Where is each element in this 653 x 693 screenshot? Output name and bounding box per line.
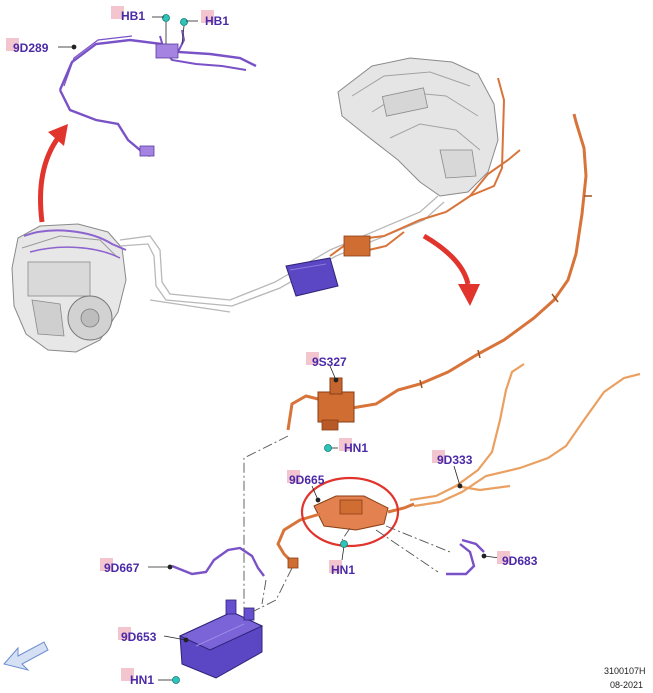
label-9d667: 9D667 xyxy=(104,561,140,575)
label-hb1-right: HB1 xyxy=(205,14,229,28)
purge-solenoid-9d665 xyxy=(276,495,415,569)
solenoid-small-view xyxy=(343,235,371,257)
hose-end-9d289 xyxy=(139,145,155,157)
callout-leaders xyxy=(58,16,501,684)
label-9d289: 9D289 xyxy=(13,41,49,55)
label-hn1-top: HN1 xyxy=(344,441,368,455)
canister-small-view xyxy=(285,257,339,297)
flow-arrow-down xyxy=(422,233,480,306)
clip-hb1-right xyxy=(180,18,188,45)
figure-date: 08-2021 xyxy=(610,680,643,690)
hose-9d667 xyxy=(171,546,265,577)
connector-9d289 xyxy=(155,43,179,59)
label-9d665: 9D665 xyxy=(289,473,325,487)
front-direction-arrow xyxy=(3,641,49,671)
hose-9d683 xyxy=(446,538,485,576)
main-vapor-line xyxy=(286,113,588,431)
fuel-tank-illustration xyxy=(337,57,499,197)
label-9d683: 9D683 xyxy=(502,554,538,568)
label-hb1-left: HB1 xyxy=(121,9,145,23)
label-9d333: 9D333 xyxy=(437,453,473,467)
clip-hb1-left xyxy=(162,14,170,44)
highlight-ring xyxy=(300,476,400,548)
evap-canister-9d653 xyxy=(178,599,264,679)
figure-ref-number: 3100107H xyxy=(604,666,646,676)
purge-valve-9s327 xyxy=(317,377,355,431)
engine-illustration xyxy=(11,223,127,353)
feed-lines xyxy=(119,195,445,313)
label-9s327: 9S327 xyxy=(312,355,347,369)
flow-arrow-up xyxy=(38,124,68,223)
callout-boxes xyxy=(6,6,510,681)
connection-guides xyxy=(243,435,451,613)
label-9d653: 9D653 xyxy=(121,630,157,644)
label-hn1-bottom: HN1 xyxy=(130,673,154,687)
fill-vent-lines-9d333 xyxy=(409,363,641,508)
label-hn1-mid: HN1 xyxy=(331,563,355,577)
main-line-clips xyxy=(419,195,592,389)
